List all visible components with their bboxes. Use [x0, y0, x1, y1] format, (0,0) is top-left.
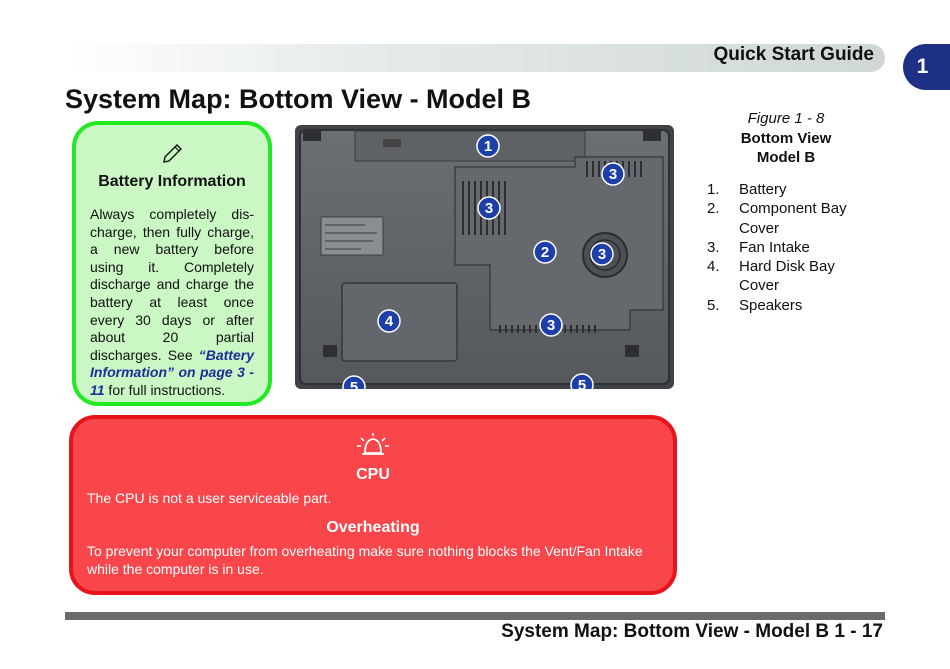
callout-label: 3 — [485, 200, 493, 217]
header-bar — [65, 44, 885, 72]
callout-label: 1 — [484, 138, 492, 155]
note-body: Always completely dis-charge, then fully… — [90, 206, 254, 400]
note-text-end: for full instructions. — [104, 381, 226, 398]
note-title: Battery Information — [98, 173, 246, 190]
callout-label: 2 — [541, 244, 549, 261]
legend-item: 5. Speakers — [707, 296, 863, 315]
legend-item: 2. Component Bay Cover — [707, 199, 863, 238]
note-text: Always completely dis-charge, then fully… — [90, 206, 254, 363]
legend-number: 2. — [707, 200, 720, 218]
figure-title-line1: Bottom View — [740, 129, 832, 147]
callout-fan-intake — [477, 196, 501, 220]
section-title: Quick Start Guide — [713, 44, 874, 65]
legend-label: Battery — [739, 181, 787, 198]
callout-speaker — [570, 373, 594, 389]
cpu-text: The CPU is not a user serviceable part. — [87, 490, 332, 506]
callout-speaker — [342, 375, 366, 389]
footer-bar — [65, 612, 885, 620]
chapter-tab[interactable]: 1 — [903, 44, 950, 90]
callout-battery — [476, 134, 500, 158]
legend-number: 5. — [707, 296, 720, 314]
callout-fan-intake — [539, 313, 563, 337]
figure-title-line2: Model B — [756, 149, 816, 166]
callout-label: 5 — [578, 377, 586, 389]
legend-item: 3. Fan Intake — [707, 238, 863, 257]
legend-item: 1. Battery — [707, 180, 863, 199]
callout-fan-intake — [590, 242, 614, 266]
overheating-text: To prevent your computer from overheatin… — [87, 543, 643, 577]
pen-icon — [76, 143, 268, 170]
callout-hard-disk-bay — [377, 309, 401, 333]
figure-legend: 1. Battery 2. Component Bay Cover 3. Fan In… — [707, 180, 863, 315]
figure-number: Figure 1 - 8 — [747, 110, 825, 127]
footer-text: System Map: Bottom View - Model B 1 - 17 — [501, 621, 883, 642]
callout-label: 3 — [547, 317, 555, 334]
legend-number: 1. — [707, 181, 720, 198]
legend-number: 3. — [707, 238, 720, 256]
overheating-heading: Overheating — [326, 519, 420, 536]
callout-component-bay — [533, 240, 557, 264]
legend-number: 4. — [707, 258, 720, 276]
legend-label: Component Bay Cover — [739, 200, 847, 237]
laptop-bottom-photo: 1 3 3 2 3 4 3 5 5 — [295, 125, 674, 389]
callout-label: 3 — [609, 166, 617, 183]
legend-label: Hard Disk Bay Cover — [739, 258, 835, 295]
callout-label: 3 — [598, 246, 606, 263]
legend-item: 4. Hard Disk Bay Cover — [707, 257, 863, 296]
callout-label: 4 — [385, 313, 394, 330]
page-title: System Map: Bottom View - Model B — [65, 84, 532, 114]
legend-label: Fan Intake — [739, 238, 810, 256]
warning-box: CPU The CPU is not a user serviceable pa… — [69, 415, 677, 595]
callout-label: 5 — [350, 379, 358, 389]
legend-label: Speakers — [739, 296, 803, 314]
figure-caption: Figure 1 - 8 Bottom View Model B — [700, 109, 872, 168]
callout-fan-intake — [601, 162, 625, 186]
battery-information-link[interactable]: “Battery Information” on page 3 - 11 — [90, 346, 254, 398]
battery-note: Battery Information Always completely di… — [72, 121, 272, 406]
cpu-heading: CPU — [356, 466, 390, 483]
alarm-icon — [73, 432, 673, 463]
